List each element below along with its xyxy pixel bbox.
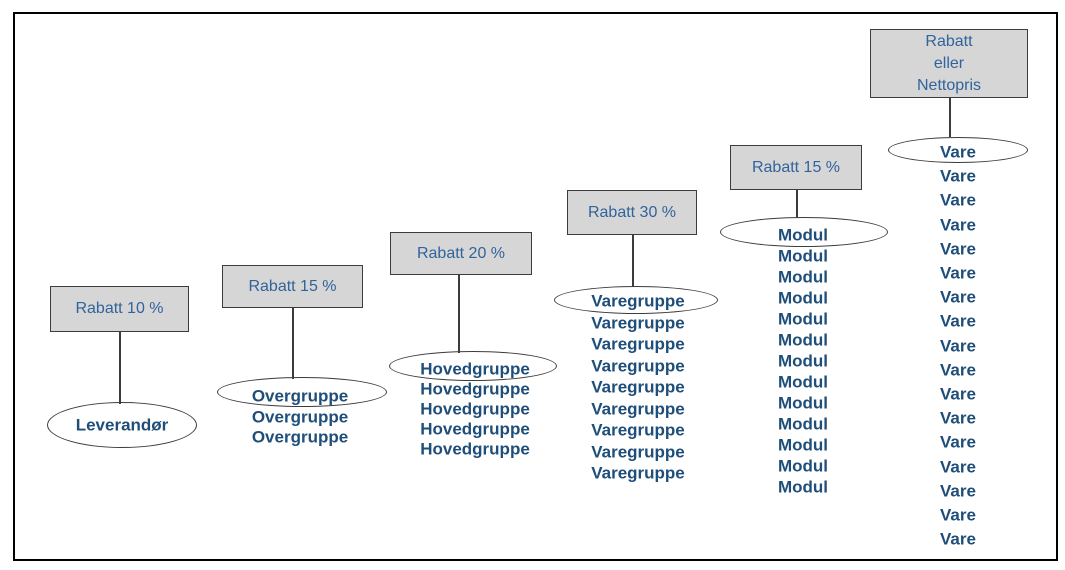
hovedgruppe-node-label: Hovedgruppe — [420, 439, 530, 459]
overgruppe-rabatt-label: Rabatt 15 % — [248, 277, 337, 295]
modul-node-label: Modul — [777, 414, 829, 434]
modul-node-label: Modul — [777, 330, 829, 350]
hovedgruppe-ellipse — [389, 351, 557, 381]
overgruppe-node-label: Overgruppe — [251, 427, 349, 447]
leverandor-node-label: Leverandør — [75, 415, 169, 435]
vare-node-label: Vare — [940, 505, 976, 525]
varegruppe-node-label: Varegruppe — [591, 399, 685, 418]
varegruppe-node-label: Varegruppe — [591, 356, 685, 375]
vare-connector-line — [949, 98, 951, 137]
varegruppe-rabatt-label: Rabatt 30 % — [587, 203, 677, 221]
varegruppe-node-label: Varegruppe — [591, 442, 685, 461]
vare-rabatt-label: eller — [933, 54, 965, 72]
leverandor-connector-line — [119, 332, 121, 404]
modul-rabatt-box: Rabatt 15 % — [730, 145, 862, 190]
vare-rabatt-label: Nettopris — [916, 76, 982, 94]
hovedgruppe-node-label: Hovedgruppe — [420, 379, 530, 399]
modul-node-label: Modul — [777, 372, 829, 392]
vare-node-label: Vare — [940, 287, 976, 307]
varegruppe-node-label: Varegruppe — [591, 420, 685, 440]
overgruppe-node-label: Overgruppe — [251, 407, 349, 426]
vare-node-label: Vare — [940, 166, 976, 186]
overgruppe-node-label: Overgruppe — [251, 386, 349, 406]
modul-node-label: Modul — [777, 456, 829, 476]
leverandor-rabatt-box: Rabatt 10 % — [50, 286, 189, 332]
hovedgruppe-rabatt-box: Rabatt 20 % — [390, 232, 532, 275]
varegruppe-node-label: Varegruppe — [591, 377, 685, 397]
vare-node-label: Vare — [940, 432, 976, 452]
leverandor-rabatt-label: Rabatt 10 % — [75, 300, 164, 317]
vare-ellipse — [888, 137, 1028, 163]
vare-node-label: Vare — [940, 190, 976, 210]
hovedgruppe-rabatt-label: Rabatt 20 % — [416, 244, 506, 262]
vare-node-label: Vare — [940, 311, 976, 331]
modul-rabatt-label: Rabatt 15 % — [751, 158, 841, 176]
vare-node-label: Vare — [940, 263, 976, 283]
vare-node-label: Vare — [940, 408, 976, 428]
modul-node-label: Modul — [777, 435, 829, 455]
varegruppe-connector-line — [632, 235, 634, 287]
modul-node-label: Modul — [777, 477, 829, 497]
modul-connector-line — [796, 190, 798, 218]
vare-node-label: Vare — [940, 142, 976, 162]
varegruppe-node-label: Varegruppe — [591, 313, 685, 332]
vare-node-label: Vare — [940, 360, 976, 380]
modul-node-label: Modul — [777, 225, 829, 245]
hovedgruppe-node-label: Hovedgruppe — [420, 399, 530, 419]
modul-node-label: Modul — [777, 246, 829, 266]
vare-rabatt-label: Rabatt — [925, 32, 973, 50]
overgruppe-connector-line — [292, 308, 294, 379]
varegruppe-ellipse — [554, 286, 718, 314]
vare-node-label: Vare — [940, 457, 976, 477]
varegruppe-node-label: Varegruppe — [591, 463, 685, 483]
vare-node-label: Vare — [940, 529, 976, 549]
modul-node-label: Modul — [777, 288, 829, 308]
modul-node-label: Modul — [777, 267, 829, 287]
overgruppe-rabatt-box: Rabatt 15 % — [222, 265, 363, 308]
modul-node-label: Modul — [777, 309, 829, 329]
modul-ellipse — [720, 217, 888, 247]
varegruppe-node-label: Varegruppe — [591, 291, 685, 311]
hovedgruppe-connector-line — [458, 275, 460, 353]
hovedgruppe-node-label: Hovedgruppe — [420, 359, 530, 379]
hovedgruppe-node-label: Hovedgruppe — [420, 419, 530, 439]
vare-node-label: Vare — [940, 384, 976, 404]
overgruppe-ellipse — [217, 377, 387, 407]
modul-node-label: Modul — [777, 351, 829, 371]
vare-node-label: Vare — [940, 215, 976, 235]
varegruppe-rabatt-box: Rabatt 30 % — [567, 190, 697, 235]
vare-node-label: Vare — [940, 481, 976, 501]
modul-node-label: Modul — [777, 393, 829, 413]
varegruppe-node-label: Varegruppe — [591, 334, 685, 354]
vare-node-label: Vare — [940, 336, 976, 356]
leverandor-ellipse — [47, 402, 197, 448]
vare-node-label: Vare — [940, 239, 976, 259]
